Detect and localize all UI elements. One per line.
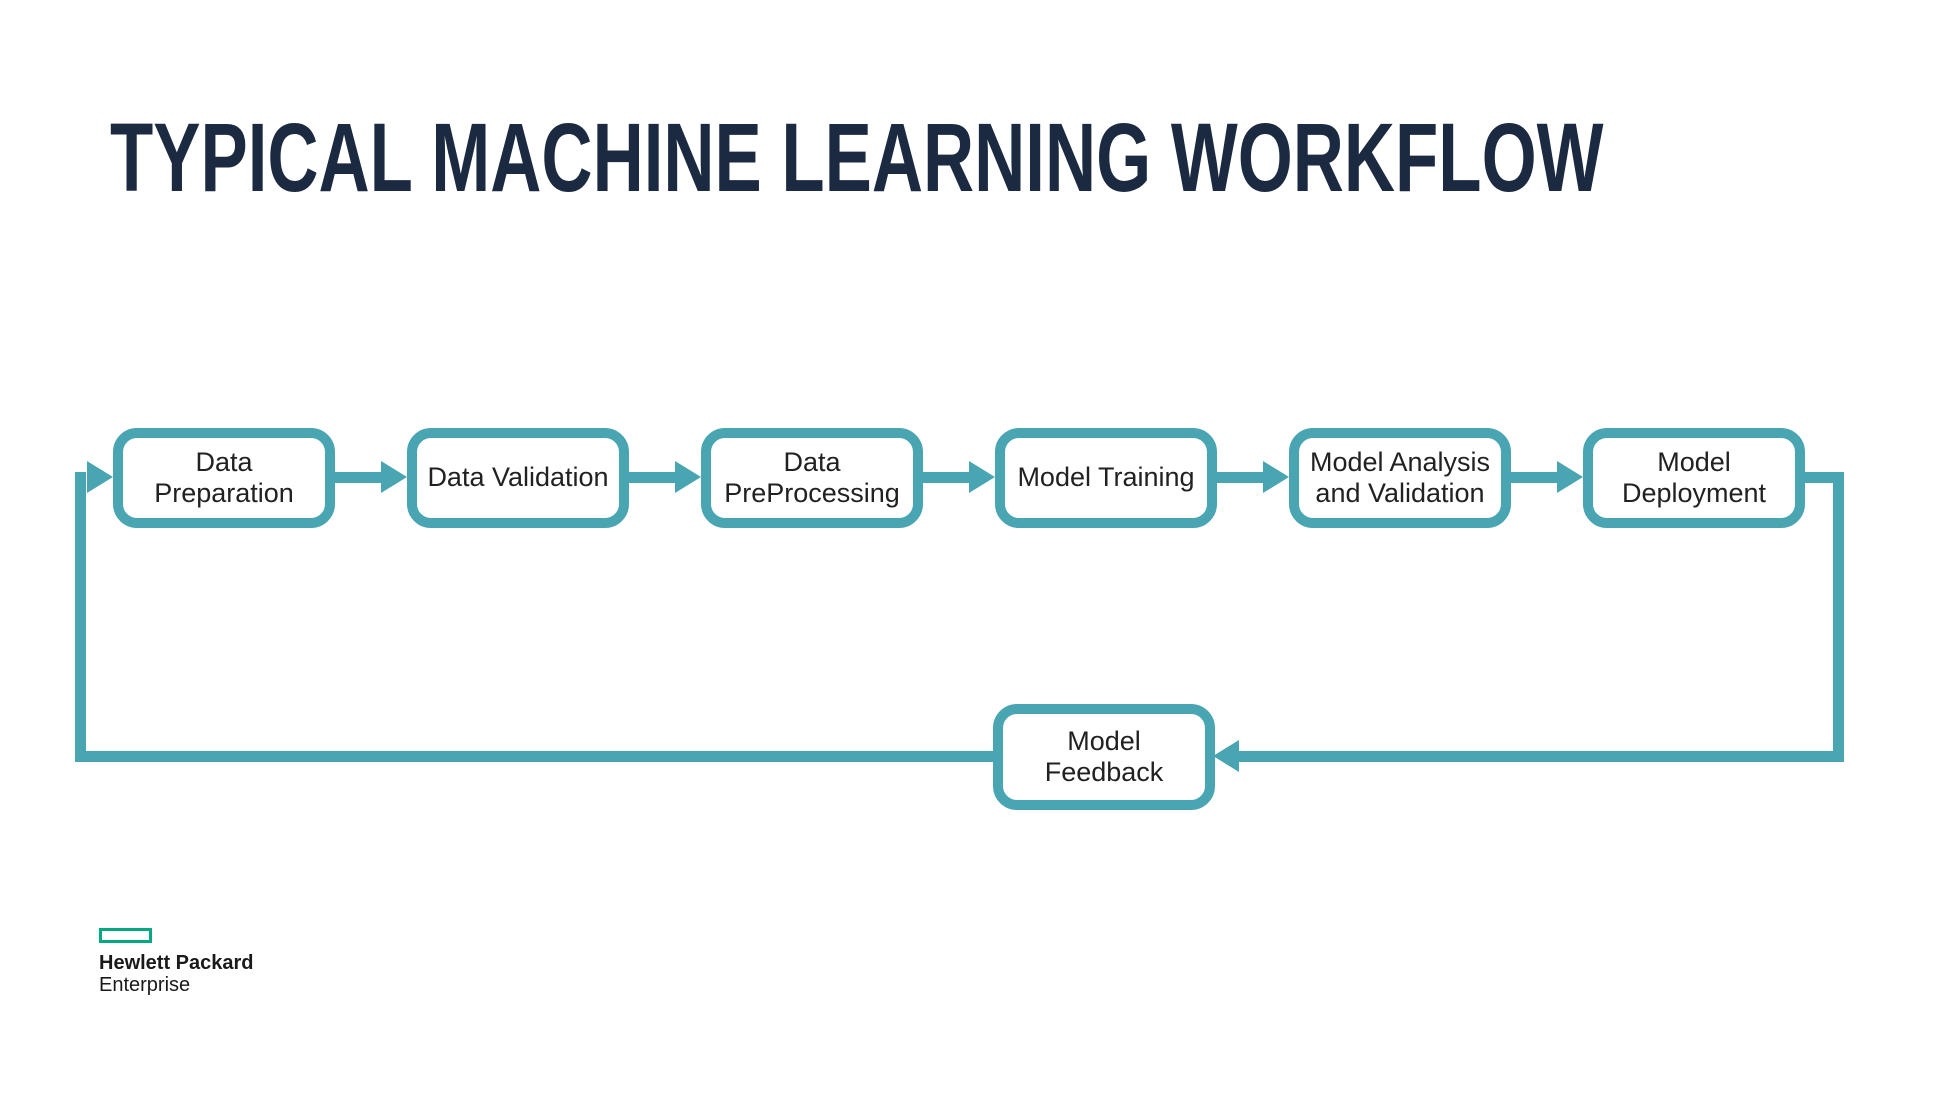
node-label: Model Deployment (1621, 446, 1767, 508)
arrow-shaft (923, 472, 971, 483)
node-model-analysis-validation: Model Analysis and Validation (1289, 428, 1511, 528)
node-label: Data PreProcessing (724, 446, 900, 508)
feedback-loop-right-stub (1805, 472, 1844, 483)
hpe-logo: Hewlett Packard Enterprise (99, 928, 254, 996)
node-data-preprocessing: Data PreProcessing (701, 428, 923, 528)
arrow-shaft (629, 472, 677, 483)
node-model-training: Model Training (995, 428, 1217, 528)
feedback-loop-return-shaft (1239, 751, 1844, 762)
arrow-right-icon (675, 461, 701, 493)
hpe-brand-enterprise: Enterprise (99, 974, 191, 996)
node-data-validation: Data Validation (407, 428, 629, 528)
node-label: Data Preparation (154, 446, 294, 508)
feedback-loop-left-shaft (75, 751, 993, 762)
node-model-feedback: Model Feedback (993, 704, 1215, 810)
node-label: Data Validation (427, 462, 609, 493)
arrow-shaft (1217, 472, 1265, 483)
hpe-brand-name: Hewlett Packard (99, 952, 254, 974)
arrow-shaft (1511, 472, 1559, 483)
arrow-right-icon (87, 461, 113, 493)
hpe-logo-mark-icon (99, 928, 152, 943)
node-model-deployment: Model Deployment (1583, 428, 1805, 528)
feedback-loop-right-vertical (1833, 472, 1844, 762)
arrow-right-icon (381, 461, 407, 493)
page-title: TYPICAL MACHINE LEARNING WORKFLOW (110, 103, 1604, 212)
arrow-right-icon (1263, 461, 1289, 493)
node-label: Model Analysis and Validation (1309, 446, 1491, 508)
feedback-loop-left-vertical (75, 472, 86, 762)
node-label: Model Training (1017, 462, 1195, 493)
arrow-right-icon (1557, 461, 1583, 493)
arrow-shaft (335, 472, 383, 483)
arrow-left-icon (1213, 740, 1239, 772)
arrow-right-icon (969, 461, 995, 493)
node-label: Model Feedback (1044, 725, 1164, 787)
node-data-preparation: Data Preparation (113, 428, 335, 528)
